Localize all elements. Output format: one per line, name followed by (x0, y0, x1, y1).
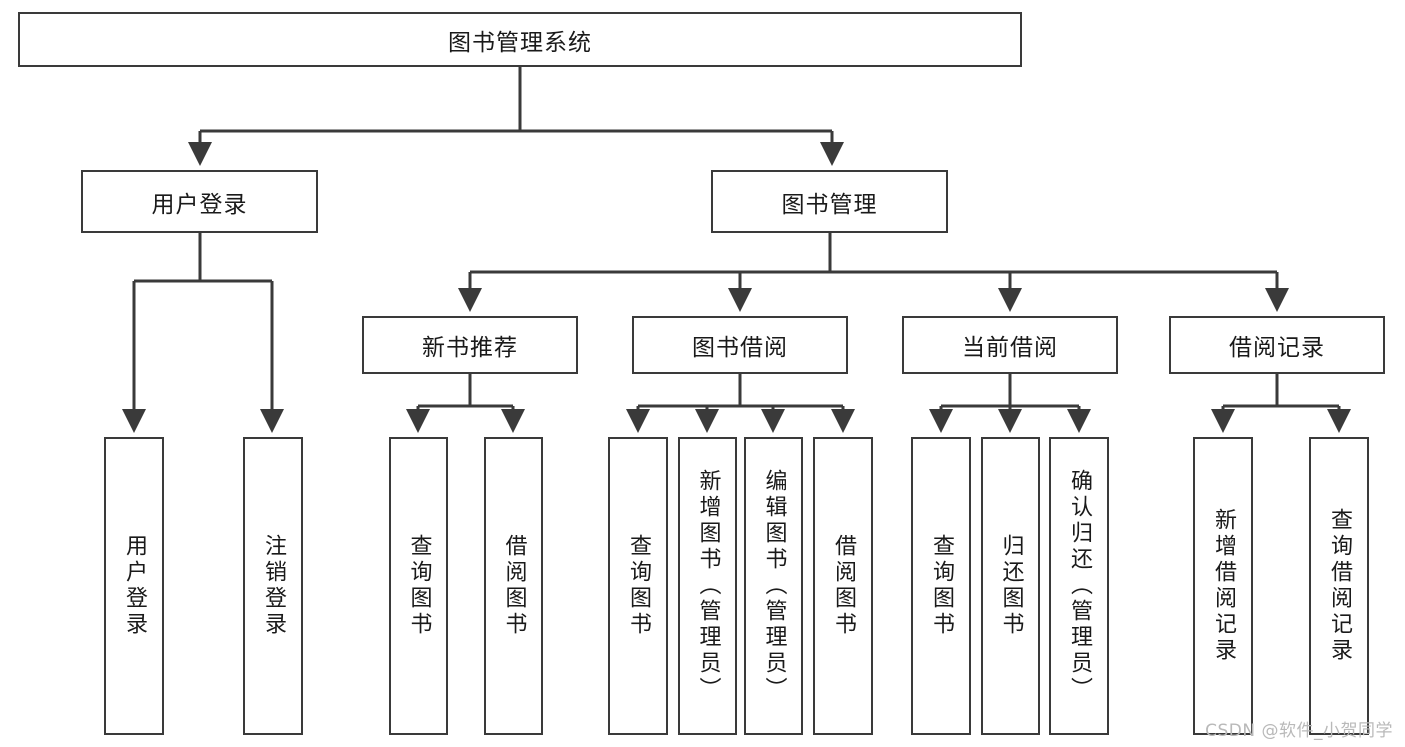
leaf-label: 用户登录 (122, 534, 147, 638)
leaf-borrow-record-1[interactable]: 查询借阅记录 (1309, 437, 1369, 735)
leaf-label: 查询借阅记录 (1327, 508, 1352, 664)
leaf-label: 新增借阅记录 (1211, 508, 1236, 664)
node-book-management[interactable]: 图书管理 (711, 170, 948, 233)
node-current-borrow[interactable]: 当前借阅 (902, 316, 1118, 374)
node-root-label: 图书管理系统 (448, 29, 592, 56)
leaf-current-borrow-2[interactable]: 确认归还（管理员） (1049, 437, 1109, 735)
node-book-management-label: 图书管理 (781, 191, 878, 218)
node-book-borrow-label: 图书借阅 (692, 335, 788, 361)
node-new-book-recommendation-label: 新书推荐 (422, 335, 518, 361)
leaf-label: 确认归还（管理员） (1067, 469, 1092, 703)
leaf-borrow-record-0[interactable]: 新增借阅记录 (1193, 437, 1253, 735)
node-book-borrow[interactable]: 图书借阅 (632, 316, 848, 374)
leaf-label: 查询图书 (929, 534, 954, 638)
leaf-label: 归还图书 (998, 534, 1024, 638)
node-root-book-management-system[interactable]: 图书管理系统 (18, 12, 1022, 67)
leaf-label: 查询图书 (406, 534, 432, 638)
leaf-label: 借阅图书 (831, 534, 856, 638)
leaf-book-borrow-1[interactable]: 新增图书（管理员） (678, 437, 737, 735)
leaf-user-login-1[interactable]: 注销登录 (243, 437, 303, 735)
node-borrow-record-label: 借阅记录 (1229, 335, 1325, 361)
leaf-current-borrow-0[interactable]: 查询图书 (911, 437, 971, 735)
node-borrow-record[interactable]: 借阅记录 (1169, 316, 1385, 374)
node-user-login[interactable]: 用户登录 (81, 170, 318, 233)
node-new-book-recommendation[interactable]: 新书推荐 (362, 316, 578, 374)
leaf-new-book-rec-1[interactable]: 借阅图书 (484, 437, 543, 735)
leaf-new-book-rec-0[interactable]: 查询图书 (389, 437, 448, 735)
leaf-label: 注销登录 (261, 534, 286, 638)
leaf-book-borrow-3[interactable]: 借阅图书 (813, 437, 873, 735)
leaf-label: 编辑图书（管理员） (761, 469, 787, 703)
leaf-book-borrow-0[interactable]: 查询图书 (608, 437, 668, 735)
leaf-user-login-0[interactable]: 用户登录 (104, 437, 164, 735)
watermark: CSDN @软件_小贺同学 (1205, 721, 1393, 741)
leaf-label: 新增图书（管理员） (695, 469, 721, 703)
leaf-label: 借阅图书 (501, 534, 527, 638)
node-user-login-label: 用户登录 (151, 191, 248, 218)
node-current-borrow-label: 当前借阅 (962, 335, 1058, 361)
leaf-book-borrow-2[interactable]: 编辑图书（管理员） (744, 437, 803, 735)
leaf-current-borrow-1[interactable]: 归还图书 (981, 437, 1040, 735)
leaf-label: 查询图书 (626, 534, 651, 638)
